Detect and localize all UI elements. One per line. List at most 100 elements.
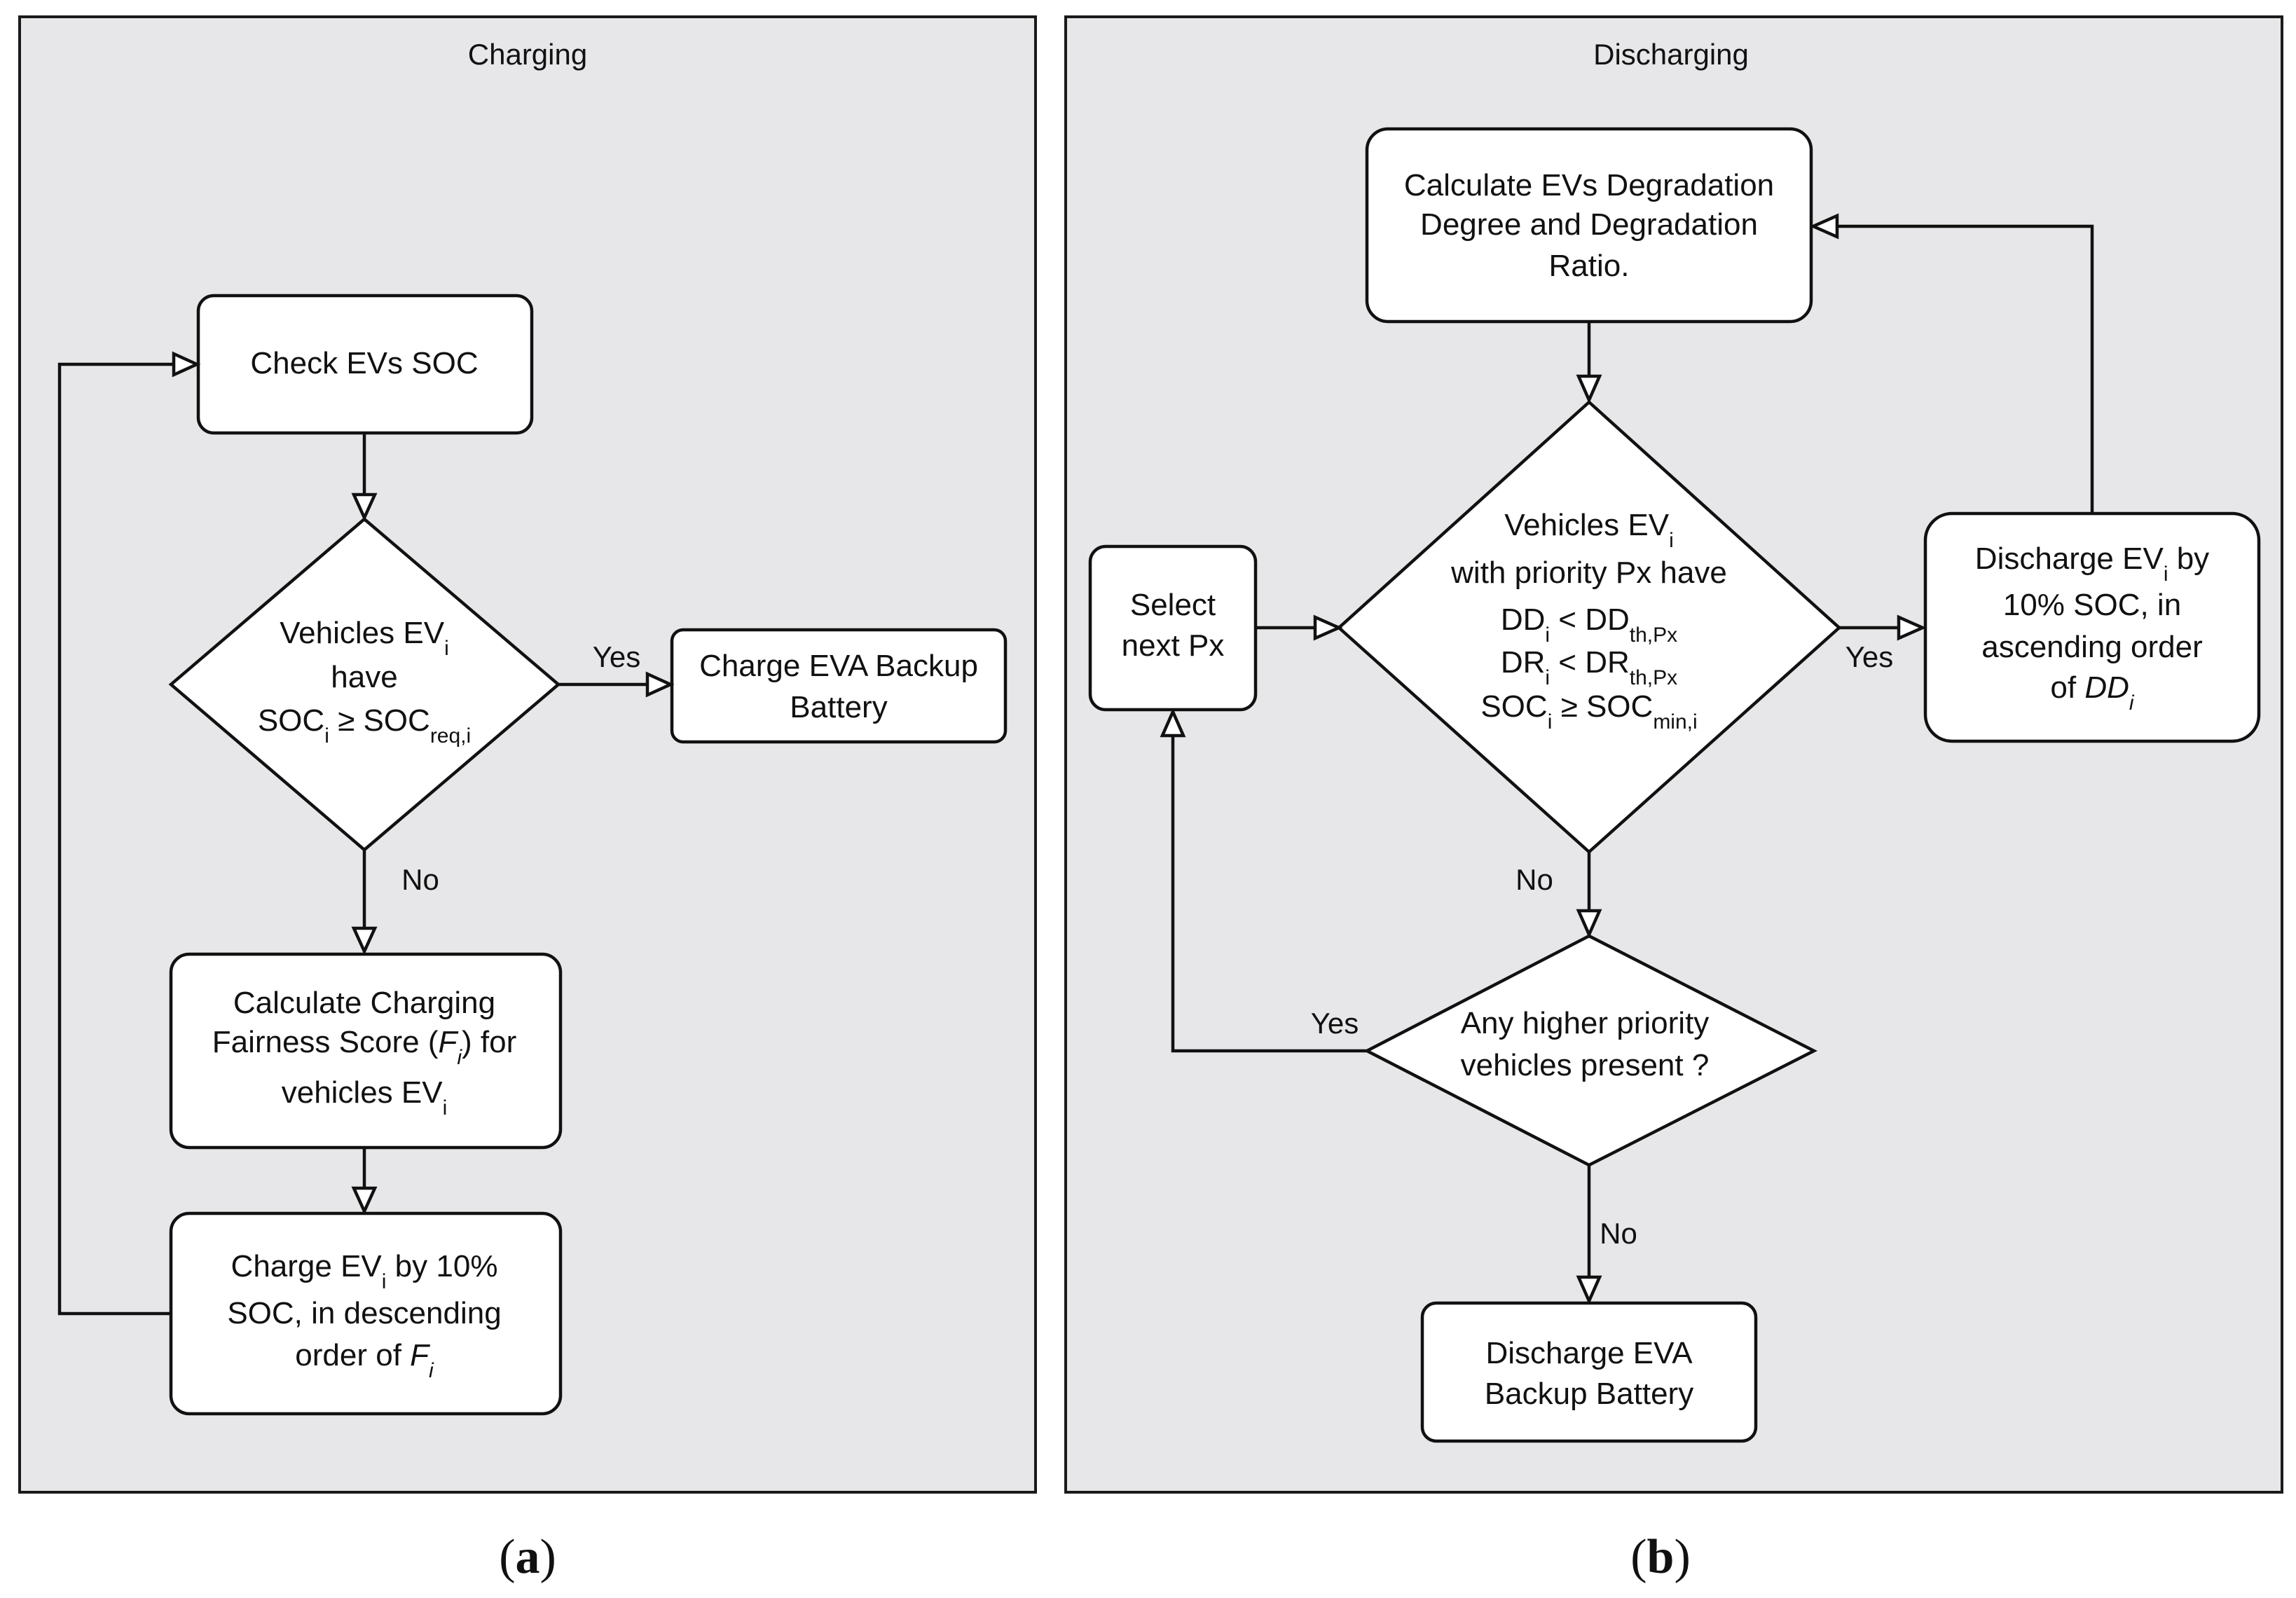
degradation-line2: Degree and Degradation: [1420, 207, 1758, 242]
charging-panel: Charging Check EVs SOC Vehicles EVi have…: [18, 15, 1037, 1494]
caption-a-open: (: [499, 1530, 515, 1584]
edge-higher-yes-to-select: [1171, 736, 1367, 1053]
charge-ev-line3-var: F: [410, 1338, 430, 1372]
charge-ev-line3: order of Fi: [295, 1338, 434, 1382]
discharge-ev-line3: ascending order: [1981, 630, 2203, 664]
higher-priority-line2: vehicles present ?: [1461, 1048, 1710, 1082]
caption-b-close: ): [1674, 1530, 1690, 1584]
discharging-no-down-label: No: [1515, 863, 1553, 896]
arrowhead-degradation-to-decision: [1576, 374, 1602, 404]
arrowhead-fairness-to-charge: [351, 1186, 378, 1215]
arrowhead-decision-no-down: [1576, 909, 1602, 939]
discharging-decision-line5-a: SOC: [1480, 689, 1547, 724]
caption-a-letter: a: [516, 1530, 540, 1584]
arrowhead-decision-yes: [645, 671, 675, 698]
fairness-line1: Calculate Charging: [233, 986, 495, 1020]
charging-decision-line3: SOCi ≥ SOCreq,i: [258, 703, 471, 748]
degradation-line1: Calculate EVs Degradation: [1404, 168, 1774, 202]
charging-decision-line1: Vehicles EVi: [280, 616, 448, 660]
charging-decision-line3-a: SOC: [258, 703, 324, 738]
discharging-decision-line5-op: ≥ SOC: [1552, 689, 1653, 724]
charge-backup-box: [670, 628, 1008, 744]
charge-backup-line2: Battery: [790, 690, 887, 724]
discharge-ev-line4-var-sub: i: [2129, 691, 2135, 715]
discharging-decision-line1: Vehicles EVi: [1504, 508, 1673, 552]
charge-ev-line3-var-sub: i: [429, 1359, 434, 1382]
fairness-line3-sub: i: [443, 1096, 448, 1120]
check-soc-label: Check EVs SOC: [250, 346, 478, 380]
discharge-backup-line1: Discharge EVA: [1485, 1336, 1693, 1370]
discharging-decision-line4-a-sub: i: [1545, 666, 1550, 689]
discharging-decision-line3: DDi < DDth,Px: [1501, 602, 1677, 647]
charging-decision-line1-text: Vehicles EV: [280, 616, 444, 650]
discharging-yes-left-label: Yes: [1311, 1007, 1359, 1040]
charging-panel-title: Charging: [468, 38, 587, 71]
charging-decision-line3-op: ≥ SOC: [329, 703, 430, 738]
discharging-decision-line4: DRi < DRth,Px: [1501, 645, 1677, 689]
caption-a-close: ): [540, 1530, 556, 1584]
charging-no-label: No: [401, 863, 439, 896]
charging-decision-line1-sub: i: [444, 637, 449, 660]
caption-b: (b): [1630, 1530, 1691, 1584]
discharging-decision-line4-a: DR: [1501, 645, 1546, 680]
discharge-ev-line4-var: DD: [2084, 670, 2129, 705]
charging-decision-line3-b-sub: req,i: [430, 724, 471, 748]
discharging-yes-right-label: Yes: [1845, 640, 1894, 673]
higher-priority-line1: Any higher priority: [1461, 1006, 1710, 1040]
charging-decision-line2: have: [331, 660, 397, 694]
discharging-decision-line3-a-sub: i: [1545, 624, 1550, 647]
edge-discharge-loop-to-degradation: [1837, 224, 2094, 514]
discharging-decision-line3-a: DD: [1501, 602, 1546, 637]
arrowhead-check-to-decision: [351, 493, 378, 522]
arrowhead-decision-yes-right: [1897, 614, 1927, 641]
arrowhead-higher-yes-to-select: [1160, 708, 1186, 738]
select-next-line1: Select: [1130, 588, 1216, 622]
arrowhead-loop-back: [172, 351, 201, 378]
fairness-line3: vehicles EVi: [282, 1075, 448, 1120]
discharging-decision-line3-b-sub: th,Px: [1630, 624, 1677, 647]
fairness-line3-text: vehicles EV: [282, 1075, 444, 1110]
degradation-line3: Ratio.: [1549, 249, 1630, 283]
discharging-no-bottom-label: No: [1600, 1217, 1637, 1250]
caption-b-letter: b: [1647, 1530, 1675, 1584]
discharging-decision-line5: SOCi ≥ SOCmin,i: [1480, 689, 1697, 733]
charge-ev-line1: Charge EVi by 10%: [231, 1249, 498, 1293]
discharging-decision-line2: with priority Px have: [1450, 556, 1727, 590]
fairness-line2-var-sub: i: [457, 1046, 462, 1069]
discharging-panel: Discharging Calculate EVs Degradation De…: [1064, 15, 2283, 1494]
arrowhead-select-to-decision: [1313, 614, 1343, 641]
fairness-line2-b: ) for: [462, 1025, 516, 1059]
edge-loop-back: [57, 362, 174, 1316]
caption-b-open: (: [1630, 1530, 1647, 1584]
discharge-backup-box: [1420, 1301, 1758, 1443]
discharging-decision-line1-text: Vehicles EV: [1504, 508, 1669, 542]
discharge-ev-line4: of DDi: [2050, 670, 2134, 715]
charging-decision-line3-a-sub: i: [324, 724, 329, 748]
charging-yes-label: Yes: [593, 640, 641, 673]
charge-ev-line2: SOC, in descending: [227, 1296, 501, 1330]
discharge-ev-line2: 10% SOC, in: [2003, 588, 2181, 622]
charge-ev-line1-a: Charge EV: [231, 1249, 383, 1283]
discharge-ev-line1: Discharge EVi by: [1975, 542, 2209, 586]
discharging-decision-line3-op: < DD: [1550, 602, 1630, 637]
charge-ev-line1-b: by 10%: [386, 1249, 497, 1283]
discharging-decision-line4-op: < DR: [1550, 645, 1630, 680]
select-next-line2: next Px: [1122, 628, 1225, 663]
arrowhead-discharge-loop-to-degradation: [1809, 213, 1839, 240]
discharging-decision-line5-a-sub: i: [1548, 710, 1553, 733]
fairness-line2-a: Fairness Score (: [212, 1025, 439, 1059]
arrowhead-decision-no: [351, 926, 378, 956]
discharge-backup-line2: Backup Battery: [1485, 1377, 1693, 1411]
charge-ev-line1-sub: i: [382, 1270, 387, 1293]
fairness-line2: Fairness Score (Fi) for: [212, 1025, 517, 1069]
discharging-decision-line4-b-sub: th,Px: [1630, 666, 1677, 689]
discharge-ev-line1-a: Discharge EV: [1975, 542, 2164, 576]
charge-ev-line3-a: order of: [295, 1338, 410, 1372]
arrowhead-higher-no-to-backup: [1576, 1275, 1602, 1305]
discharging-decision-line1-sub: i: [1669, 529, 1674, 552]
discharge-ev-line4-a: of: [2050, 670, 2084, 705]
discharge-ev-line1-b: by: [2168, 542, 2209, 576]
discharging-panel-title: Discharging: [1593, 38, 1749, 71]
discharging-decision-line5-b-sub: min,i: [1653, 710, 1697, 733]
